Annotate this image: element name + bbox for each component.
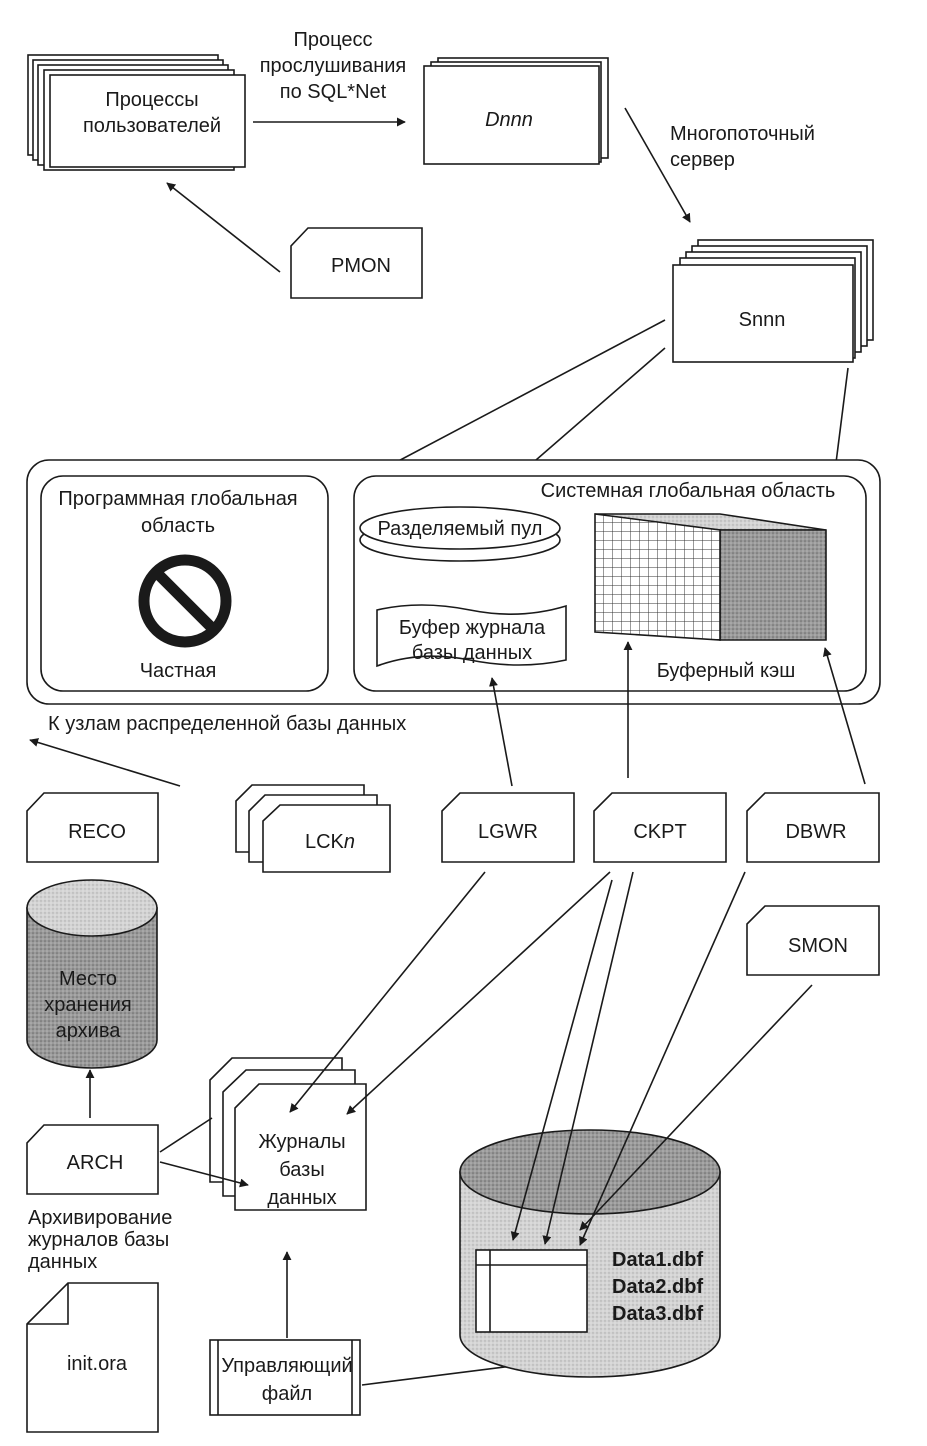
archive-storage-label-1: Место bbox=[59, 968, 117, 990]
arrow-dispatcher-to-server bbox=[624, 107, 691, 223]
redo-logs: Журналы базы данных bbox=[209, 1057, 367, 1211]
pmon-label: PMON bbox=[331, 255, 391, 277]
lck-label-prefix: LCK bbox=[305, 831, 345, 853]
arrow-ckpt-to-datafiles bbox=[542, 871, 634, 1245]
control-file-label-1: Управляющий bbox=[221, 1355, 352, 1377]
archive-storage-label-3: архива bbox=[56, 1020, 122, 1042]
redo-logs-label-3: данных bbox=[267, 1187, 336, 1209]
control-file: Управляющий файл bbox=[209, 1339, 361, 1416]
buffer-cache: Буферный кэш bbox=[594, 513, 827, 682]
dbwr-process: DBWR bbox=[746, 792, 880, 863]
control-file-label-2: файл bbox=[262, 1383, 312, 1405]
ckpt-label: CKPT bbox=[633, 821, 686, 843]
arrow-arch-to-redo-logs bbox=[159, 1161, 249, 1188]
sga: Системная глобальная область Разделяемый… bbox=[353, 475, 867, 692]
datafile-2-label: Data2.dbf bbox=[612, 1276, 703, 1298]
pmon-process: PMON bbox=[290, 227, 423, 299]
init-file-label: init.ora bbox=[67, 1353, 128, 1375]
redo-logs-label-2: базы bbox=[279, 1159, 324, 1181]
reco-label: RECO bbox=[68, 821, 126, 843]
shared-server-label: Snnn bbox=[739, 309, 786, 331]
smon-label: SMON bbox=[788, 935, 848, 957]
redo-buffer: Буфер журнала базы данных bbox=[376, 604, 567, 668]
user-processes-label-2: пользователей bbox=[83, 115, 221, 137]
distributed-label: К узлам распределенной базы данных bbox=[48, 713, 406, 735]
ckpt-process: CKPT bbox=[593, 792, 727, 863]
archive-storage: Место хранения архива bbox=[26, 879, 158, 1069]
arch-process: ARCH bbox=[26, 1124, 159, 1195]
lgwr-process: LGWR bbox=[441, 792, 575, 863]
archiving-label-2: журналов базы bbox=[28, 1229, 169, 1251]
arrow-pmon-to-user bbox=[166, 182, 281, 273]
datafile-window-icon bbox=[475, 1249, 588, 1333]
arrow-to-distributed-nodes bbox=[29, 738, 181, 787]
arrow-lgwr-to-redo-buffer bbox=[489, 677, 513, 787]
user-processes-label-1: Процессы bbox=[105, 89, 198, 111]
redo-logs-label-1: Журналы bbox=[258, 1131, 345, 1153]
dbwr-label: DBWR bbox=[785, 821, 846, 843]
listener-label-2: прослушивания bbox=[260, 55, 407, 77]
arrow-dbwr-to-datafiles bbox=[579, 871, 746, 1246]
archive-storage-label-2: хранения bbox=[44, 994, 131, 1016]
arrow-ckpt-to-redo-logs bbox=[346, 871, 611, 1115]
multithreaded-label-1: Многопоточный bbox=[670, 123, 815, 145]
redo-buffer-label-1: Буфер журнала bbox=[399, 617, 546, 639]
lck-process: LCKn bbox=[235, 784, 391, 873]
shared-pool-label: Разделяемый пул bbox=[378, 518, 543, 540]
sga-title: Системная глобальная область bbox=[541, 480, 836, 502]
pga: Программная глобальная область Частная bbox=[40, 475, 329, 692]
archiving-label-3: данных bbox=[28, 1251, 97, 1273]
user-processes: Процессы пользователей bbox=[27, 54, 246, 171]
smon-process: SMON bbox=[746, 905, 880, 976]
shared-pool: Разделяемый пул bbox=[359, 506, 561, 562]
dispatcher: Dnnn bbox=[423, 57, 609, 165]
dispatcher-label: Dnnn bbox=[485, 109, 533, 131]
reco-process: RECO bbox=[26, 792, 159, 863]
arrow-ckpt-to-datafiles-2 bbox=[510, 879, 613, 1241]
multithreaded-label-2: сервер bbox=[670, 149, 735, 171]
listener-label-1: Процесс bbox=[294, 29, 373, 51]
arrow-smon-to-datafiles bbox=[579, 984, 813, 1231]
line-redo-logs-to-arch bbox=[159, 1117, 213, 1153]
arrow-dbwr-to-buffer-cache bbox=[822, 647, 866, 785]
no-entry-icon bbox=[138, 554, 232, 648]
buffer-cache-label: Буферный кэш bbox=[657, 660, 796, 682]
arch-label: ARCH bbox=[67, 1152, 124, 1174]
datafile-1-label: Data1.dbf bbox=[612, 1249, 703, 1271]
shared-server: Snnn bbox=[672, 239, 874, 363]
pga-title-2: область bbox=[141, 515, 215, 537]
archiving-label-1: Архивирование bbox=[28, 1207, 172, 1229]
datafiles: Data1.dbf Data2.dbf Data3.dbf bbox=[459, 1129, 721, 1378]
lgwr-label: LGWR bbox=[478, 821, 538, 843]
listener-label-3: по SQL*Net bbox=[280, 81, 387, 103]
arrow-lgwr-to-redo-logs bbox=[289, 871, 486, 1113]
datafile-3-label: Data3.dbf bbox=[612, 1303, 703, 1325]
pga-title-1: Программная глобальная bbox=[58, 488, 297, 510]
init-file: init.ora bbox=[26, 1282, 159, 1433]
lck-label: LCKn bbox=[305, 831, 355, 853]
listener-label: Процесс прослушивания по SQL*Net bbox=[260, 29, 407, 103]
lck-label-suffix: n bbox=[344, 831, 355, 853]
redo-buffer-label-2: базы данных bbox=[412, 642, 532, 664]
pga-private-label: Частная bbox=[140, 660, 217, 682]
